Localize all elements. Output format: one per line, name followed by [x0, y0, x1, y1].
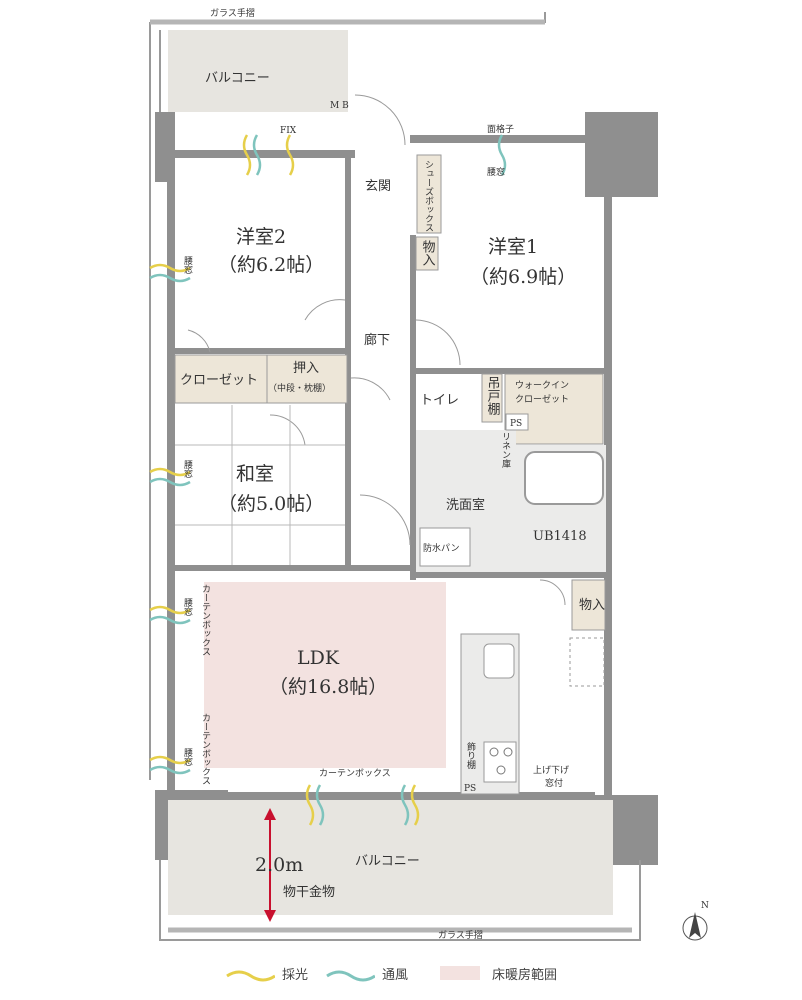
toilet-label: トイレ [420, 393, 459, 408]
curtain-box-left-1: カーテンボックス [200, 584, 211, 656]
storage-monoire-2 [571, 579, 606, 631]
wall [410, 368, 605, 374]
burner [503, 747, 513, 757]
floor-heating-zone [204, 582, 446, 768]
outer-wall-right [604, 180, 612, 800]
western1-name: 洋室1 [488, 236, 538, 258]
ventilation-legend-icon [326, 970, 375, 982]
balcony-bottom-area [168, 800, 613, 915]
door-swing [269, 414, 306, 446]
burner [489, 747, 499, 757]
legend-daylight: 採光 [282, 968, 309, 983]
koshimado-left-1: 腰窓 [182, 256, 193, 274]
ps-box-1 [505, 413, 529, 431]
north-arrow-icon [689, 912, 701, 938]
glass-rail-bottom-label: ガラス手摺 [438, 929, 483, 941]
burner [496, 765, 506, 775]
ventilation-markers [149, 134, 507, 826]
outer-wall-top [175, 150, 355, 158]
bottom-railing [159, 860, 641, 941]
madotsuki-label: 窓付 [545, 777, 563, 789]
floor-plan: バルコニー M B FIX ガラス手摺 面格子 腰窓 玄関 シューズボックス 洋… [149, 7, 709, 941]
western2-name: 洋室2 [236, 226, 286, 248]
ageshita-label: 上げ下げ [533, 765, 569, 776]
mb-label: M B [330, 101, 349, 111]
koshimado-label: 腰窓 [487, 166, 505, 178]
door-swing [415, 319, 461, 366]
closet-label: クローゼット [180, 373, 258, 388]
storage-tsuridana [481, 373, 503, 423]
bathtub [524, 451, 604, 505]
balcony-bottom-label: バルコニー [355, 854, 420, 869]
ub-label: UB1418 [533, 529, 587, 544]
ldk-size: （約16.8帖） [269, 676, 387, 698]
sink [483, 643, 515, 679]
wic-label-1: ウォークイン [515, 380, 569, 391]
depth-arrow-head [264, 808, 276, 922]
balcony-depth-label: 2.0m [255, 854, 303, 876]
storage-shoes [416, 154, 442, 234]
linen-label: リネン庫 [500, 432, 511, 469]
washitsu-name: 和室 [236, 463, 274, 485]
balcony-top-area [168, 30, 348, 112]
wall [175, 565, 410, 571]
outer-wall-left [167, 112, 175, 802]
genkan-label: 玄関 [365, 179, 391, 194]
mengoshi-label: 面格子 [487, 123, 514, 135]
tatami-lines [175, 405, 345, 565]
wall [345, 150, 351, 570]
wall [175, 348, 345, 354]
shoes-box-label: シューズボックス [423, 160, 434, 232]
north-label: N [701, 901, 709, 911]
door-swing [354, 94, 406, 146]
storage-monoire-1 [415, 236, 439, 271]
senmen-label: 洗面室 [446, 497, 485, 513]
floor-heating-legend-swatch [440, 966, 480, 980]
storage-oshiire [266, 354, 348, 404]
fridge-space [569, 637, 605, 687]
tsuridana-label: 吊戸棚 [485, 376, 501, 415]
door-swing [304, 299, 346, 321]
daylight-markers [149, 134, 420, 826]
monoire-label: 物入 [420, 240, 436, 266]
ps-label-2: PS [464, 784, 476, 794]
wic-label-2: クローゼット [515, 393, 569, 405]
waterproof-pan [419, 527, 471, 567]
bottom-wall [175, 792, 595, 800]
rouka-label: 廊下 [364, 332, 390, 348]
oshiire-label: 押入 [293, 361, 319, 376]
wall [410, 572, 610, 578]
monoire-2-label: 物入 [579, 598, 605, 613]
oshiire-sub-label: （中段・枕棚） [268, 382, 331, 394]
door-swing [350, 377, 391, 401]
bousui-label: 防水パン [423, 542, 459, 554]
door-swing [539, 579, 566, 606]
monohoshi-label: 物干金物 [283, 884, 335, 900]
stove [483, 741, 517, 783]
wall-pillar [585, 112, 658, 197]
door-swing [187, 329, 211, 353]
curtain-box-bottom: カーテンボックス [319, 768, 391, 779]
fix-label: FIX [280, 126, 297, 136]
legend-ventilation: 通風 [382, 968, 409, 983]
western1-size: （約6.9帖） [470, 266, 576, 288]
western2-size: （約6.2帖） [218, 254, 324, 276]
daylight-legend-icon [226, 970, 275, 982]
storage-wic [504, 373, 604, 445]
koshimado-left-2: 腰窓 [182, 460, 193, 478]
washitsu-size: （約5.0帖） [218, 493, 324, 515]
koshimado-left-3: 腰窓 [182, 598, 193, 616]
legend-floor-heating: 床暖房範囲 [492, 968, 558, 983]
legend: 採光 通風 床暖房範囲 [0, 960, 802, 990]
curtain-box-left-2: カーテンボックス [200, 713, 211, 785]
wall [410, 235, 416, 580]
ps-label-1: PS [510, 419, 522, 429]
balcony-top-label: バルコニー [205, 71, 270, 86]
koshimado-left-4: 腰窓 [182, 748, 193, 766]
ldk-name: LDK [297, 647, 340, 669]
storage-closet [174, 354, 268, 404]
door-swing [359, 494, 411, 546]
glass-rail-top-label: ガラス手摺 [210, 7, 255, 19]
kazari-dana-label: 飾り棚 [465, 741, 476, 770]
